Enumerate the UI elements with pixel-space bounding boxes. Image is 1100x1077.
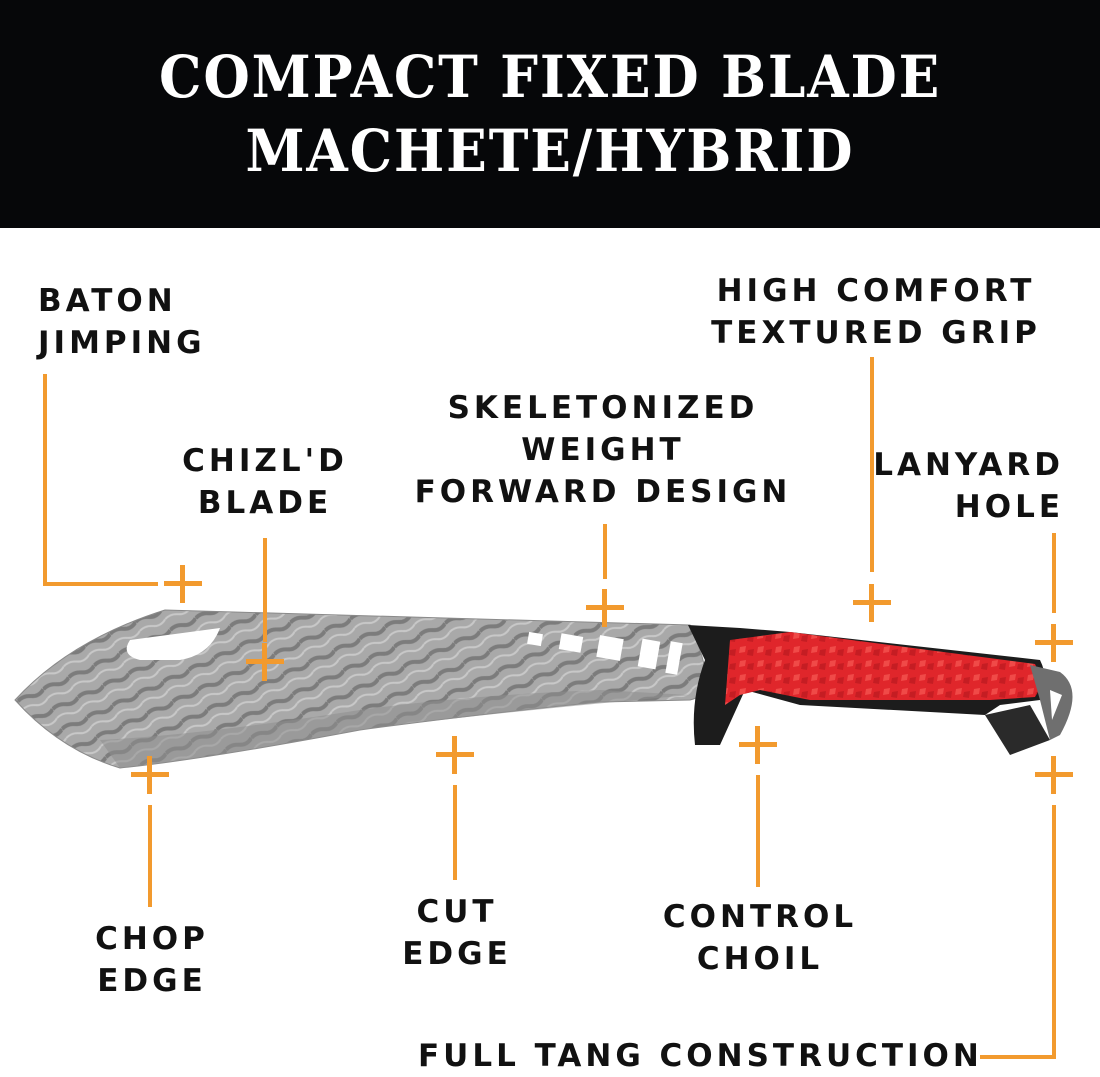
leader-line-lanyard-hole [1052,533,1056,613]
marker-plus-icon [1035,756,1073,794]
marker-plus-icon [853,584,891,622]
header-banner: COMPACT FIXED BLADE MACHETE/HYBRID [0,0,1100,228]
leader-line-high-comfort [870,357,874,572]
label-control-choil: CONTROL CHOIL [662,899,858,977]
leader-line-cut-edge [453,785,457,880]
label-chop-edge: CHOP EDGE [95,921,209,999]
label-cut-edge: CUT EDGE [402,894,512,972]
marker-plus-icon [739,726,777,764]
label-chizld-blade: CHIZL'D BLADE [182,443,348,521]
machete-illustration [14,609,1073,769]
label-skeletonized: SKELETONIZED WEIGHT FORWARD DESIGN [414,390,792,510]
label-baton-jimping: BATON JIMPING [38,283,206,361]
marker-plus-icon [1035,624,1073,662]
handle [688,625,1073,755]
title-line-1: COMPACT FIXED BLADE [158,43,942,111]
label-full-tang-construction: FULL TANG CONSTRUCTION [418,1038,983,1074]
marker-plus-icon [131,756,169,794]
label-lanyard-hole: LANYARD HOLE [873,447,1064,525]
marker-plus-icon [586,589,624,627]
blade [14,609,707,769]
leader-line-full-tang [1052,805,1056,1059]
leader-line-baton-jimping-h [43,582,158,586]
leader-line-full-tang-h [980,1055,1056,1059]
marker-plus-icon [436,736,474,774]
marker-plus-icon [246,643,284,681]
leader-line-skeletonized [603,524,607,579]
marker-plus-icon [164,565,202,603]
leader-line-baton-jimping [43,374,47,586]
leader-line-chizld-blade [263,538,267,642]
label-high-comfort-grip: HIGH COMFORT TEXTURED GRIP [711,273,1041,351]
leader-line-control-choil [756,775,760,887]
leader-line-chop-edge [148,805,152,907]
title-line-2: MACHETE/HYBRID [245,117,855,185]
